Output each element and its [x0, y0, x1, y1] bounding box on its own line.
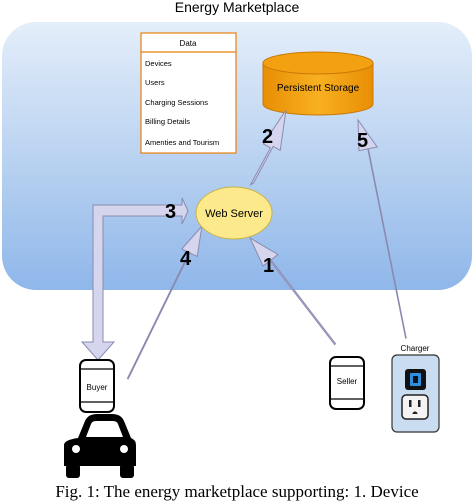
figure-caption: Fig. 1: The energy marketplace supportin… [55, 482, 419, 501]
charger-label: Charger [401, 344, 430, 353]
seller-phone-icon [329, 356, 365, 410]
marketplace-title: Energy Marketplace [175, 0, 300, 15]
arrow-step-4 [126, 224, 203, 380]
web-server-label: Web Server [205, 208, 263, 220]
data-item-charging-sessions: Charging Sessions [145, 98, 208, 107]
buyer-phone-icon [79, 359, 115, 413]
data-item-users: Users [145, 78, 165, 87]
data-box-header: Data [180, 39, 197, 48]
data-item-billing-details: Billing Details [145, 117, 190, 126]
persistent-storage-cylinder: Persistent Storage [262, 51, 374, 116]
data-item-devices: Devices [145, 59, 172, 68]
step-label-1: 1 [263, 255, 274, 277]
car-icon [64, 414, 136, 478]
step-label-5: 5 [357, 130, 368, 152]
charger-device-icon [391, 354, 440, 433]
step-label-4: 4 [180, 248, 192, 270]
data-item-amenities: Amenties and Tourism [145, 138, 219, 147]
seller-label: Seller [337, 377, 358, 386]
storage-label: Persistent Storage [277, 83, 360, 94]
buyer-label: Buyer [87, 383, 108, 392]
web-server-node [195, 186, 273, 240]
data-box: Data Devices Users Charging Sessions Bil… [140, 32, 237, 154]
arrow-step-5 [357, 118, 407, 339]
power-socket-icon [401, 394, 429, 420]
step-label-3: 3 [165, 201, 176, 223]
arrow-step-1 [248, 236, 337, 346]
arrow-step-2 [249, 109, 287, 186]
step-label-2: 2 [262, 126, 273, 148]
marketplace-cloud [2, 22, 472, 290]
